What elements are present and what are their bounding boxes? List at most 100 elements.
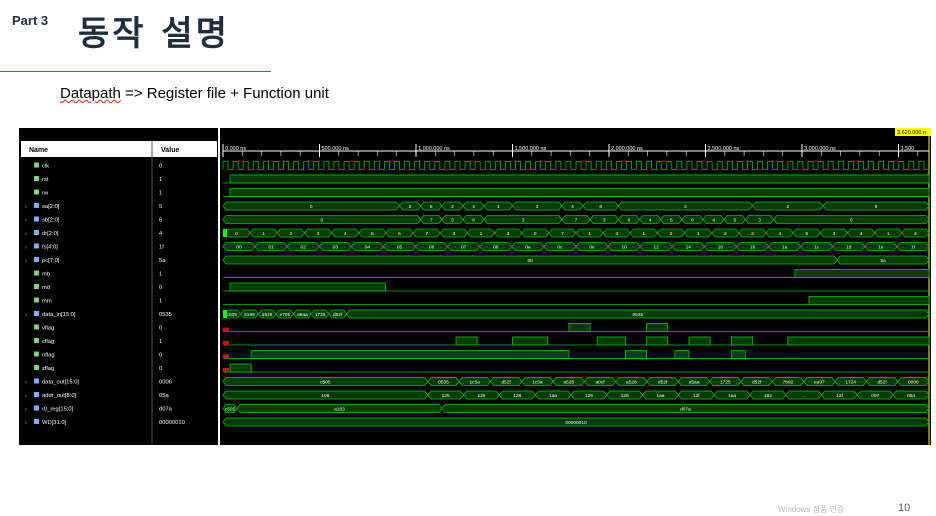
bus-value-label: 5 <box>734 218 737 224</box>
start-marker <box>223 310 227 318</box>
bus-value-label: 6 <box>398 231 401 237</box>
signal-value: 0 <box>159 285 162 291</box>
bus-value-label: 5 <box>430 204 433 210</box>
signal-name: clk <box>42 164 49 170</box>
signal-value: 1 <box>159 272 162 278</box>
bus-value-label: 1 <box>497 204 500 210</box>
bus-value-label: 4 <box>344 231 347 237</box>
bit-high-pulse <box>730 350 746 359</box>
page-number: 10 <box>898 502 911 514</box>
bus-value-label: 4 <box>778 231 781 237</box>
bus-signal-icon <box>34 378 39 384</box>
signal-row[interactable]: clk 0 <box>34 161 929 170</box>
bus-value-label: 3 <box>317 231 320 237</box>
bus-value-label: a528 <box>262 312 273 318</box>
bus-value-label: 7b92 <box>783 380 794 386</box>
bus-value-label: 07 <box>461 245 467 251</box>
expand-chevron-icon[interactable]: › <box>25 245 27 251</box>
undefined-marker <box>223 368 229 372</box>
expand-chevron-icon[interactable]: › <box>25 421 27 427</box>
bus-value-label: 1aa <box>656 393 664 399</box>
bus-value-label: 2 <box>724 231 727 237</box>
bus-value-label: 6 <box>472 218 475 224</box>
bus-value-label: 0e <box>589 245 595 251</box>
bus-value-label: 4 <box>860 231 863 237</box>
signal-value: 0 <box>159 164 162 170</box>
bus-value-label: 05 <box>397 245 403 251</box>
bus-segment[interactable] <box>836 255 930 265</box>
bus-value-label: 12 <box>654 245 660 251</box>
bus-signal-icon <box>34 216 39 222</box>
signal-value: 0 <box>159 326 162 332</box>
bus-value-label: a5aa <box>297 312 308 318</box>
bit-high-pulse <box>229 282 386 292</box>
expand-chevron-icon[interactable]: › <box>25 394 27 400</box>
expand-chevron-icon[interactable]: › <box>25 407 27 413</box>
bit-signal-icon <box>34 189 39 195</box>
bus-value-label: 14 <box>686 245 692 251</box>
expand-chevron-icon[interactable]: › <box>25 218 27 224</box>
signal-name: mb <box>42 272 50 278</box>
signal-row[interactable]: mb 1 <box>34 269 930 278</box>
bus-value-label: 00000010 <box>565 420 587 426</box>
bit-high-pulse <box>512 336 549 346</box>
bus-value-label: 02 <box>301 245 307 251</box>
time-marker-label: 1,500.000 ns <box>515 146 547 152</box>
bus-segment[interactable] <box>822 201 930 211</box>
expand-chevron-icon[interactable]: › <box>25 313 27 319</box>
bus-segment[interactable] <box>222 417 930 427</box>
slide-subtitle: Datapath => Register file + Function uni… <box>60 85 329 102</box>
bus-segment[interactable] <box>897 377 930 386</box>
bus-segment[interactable] <box>773 215 930 224</box>
bus-value-label: 0006 <box>908 380 919 386</box>
bus-value-label: a528 <box>563 380 574 386</box>
signal-name: mm <box>42 299 52 305</box>
bus-segment[interactable] <box>892 390 930 400</box>
bus-value-label: 5 <box>875 204 878 210</box>
expand-chevron-icon[interactable]: › <box>25 259 27 265</box>
bus-segment[interactable] <box>896 242 930 251</box>
time-marker-label: 3,500 <box>901 146 915 152</box>
bus-value-label: 0 <box>310 204 313 210</box>
bus-value-label: 4 <box>571 204 574 210</box>
bus-segment[interactable] <box>441 404 930 413</box>
expand-chevron-icon[interactable]: › <box>25 380 27 386</box>
bus-value-label: 1 <box>697 231 700 237</box>
bus-value-label: 1c <box>814 245 820 251</box>
bus-segment[interactable] <box>346 309 930 319</box>
bus-value-label: 03 <box>333 245 339 251</box>
bus-value-label: 0535 <box>438 380 449 386</box>
expand-chevron-icon[interactable]: › <box>25 205 27 211</box>
subtitle-text: => Register file + Function unit <box>120 85 329 102</box>
bus-value-label: 6 <box>628 218 631 224</box>
bus-value-label: 3 <box>451 218 454 224</box>
signal-value: 0006 <box>159 380 172 386</box>
expand-chevron-icon[interactable]: › <box>25 232 27 238</box>
bus-segment[interactable] <box>901 228 930 238</box>
bit-high-pulse <box>646 323 669 332</box>
bus-value-label: 05a <box>907 393 915 399</box>
bus-value-label: 105 <box>321 393 329 399</box>
signal-value: 0 <box>159 353 162 359</box>
